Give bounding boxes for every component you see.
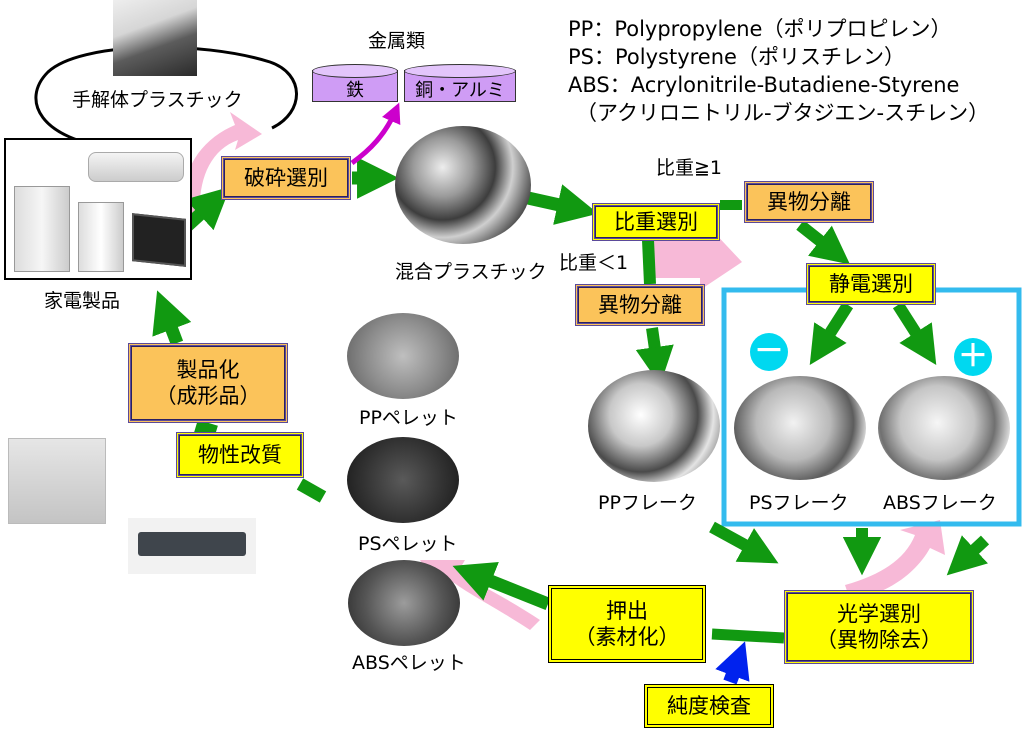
refrigerator-icon [14, 186, 70, 272]
productization-step: 製品化（成形品） [128, 343, 288, 423]
metals-label: 金属類 [368, 30, 426, 52]
foreign-separation-step-lower: 異物分離 [575, 284, 705, 326]
pp-pellet-photo [347, 313, 459, 399]
plus-charge-icon: ＋ [954, 338, 992, 376]
abs-flake-label: ABSフレーク [883, 492, 997, 514]
optical-sorting-label: 光学選別 [837, 601, 921, 626]
return-arrow-disassembly [181, 112, 262, 215]
abs-pellet-label: ABSペレット [352, 652, 466, 674]
pp-flake-photo [588, 370, 720, 482]
appliances-photo [4, 138, 192, 280]
copper-aluminum-container: 銅・アルミ [404, 64, 516, 102]
foreign-separation-label-lower: 異物分離 [598, 292, 682, 317]
property-modification-step: 物性改質 [176, 432, 304, 478]
return-arrow-optical [845, 520, 945, 600]
optical-sorting-sublabel: （異物除去） [816, 628, 942, 652]
pp-pellet-label: PPペレット [359, 407, 458, 429]
molded-black-part-photo [128, 518, 256, 574]
gravity-separation-label: 比重選別 [614, 209, 698, 234]
legend-pp: PP：Polypropylene（ポリプロピレン） [568, 17, 952, 41]
black-part-shape [138, 532, 246, 556]
molded-refrigerator-part-photo [8, 438, 106, 524]
air-conditioner-icon [88, 152, 184, 182]
extrusion-step: 押出（素材化） [548, 585, 706, 663]
return-arrow-gravity [650, 228, 742, 290]
foreign-separation-label-upper: 異物分離 [767, 189, 851, 214]
legend-ps: PS：Polystyrene（ポリスチレン） [568, 45, 905, 69]
television-icon [132, 213, 186, 267]
gravity-separation-step: 比重選別 [592, 203, 720, 241]
legend-abs-kana: （アクリロニトリル-ブタジエン-スチレン） [576, 101, 990, 125]
iron-label: 鉄 [346, 80, 364, 101]
purity-inspection-step: 純度検査 [644, 684, 774, 728]
abs-pellet-photo [348, 560, 460, 646]
abs-flake-photo [878, 376, 1010, 480]
gravity-ge1-label: 比重≧1 [656, 157, 723, 179]
legend-abs: ABS：Acrylonitrile-Butadiene-Styrene [568, 73, 960, 97]
mixed-plastic-photo [395, 126, 531, 244]
appliances-label: 家電製品 [44, 290, 121, 312]
ps-pellet-label: PSペレット [358, 533, 458, 555]
purity-inspection-label: 純度検査 [667, 693, 751, 718]
iron-container: 鉄 [312, 64, 398, 102]
disassembly-plastic-photo [113, 0, 197, 76]
foreign-separation-step-upper: 異物分離 [744, 181, 874, 223]
pp-flake-label: PPフレーク [598, 492, 697, 514]
minus-charge-icon: － [750, 333, 788, 371]
ps-flake-label: PSフレーク [749, 492, 849, 514]
ps-flake-photo [734, 376, 866, 480]
property-modification-label: 物性改質 [198, 442, 282, 467]
disassembly-plastic-label: 手解体プラスチック [72, 89, 243, 111]
productization-label: 製品化 [176, 357, 240, 382]
mixed-plastic-label: 混合プラスチック [395, 261, 547, 283]
extrusion-sublabel: （素材化） [574, 625, 680, 649]
crushing-step: 破砕選別 [221, 156, 351, 200]
productization-sublabel: （成形品） [155, 384, 261, 408]
optical-sorting-step: 光学選別（異物除去） [784, 590, 974, 664]
ps-pellet-photo [347, 437, 459, 523]
copper-aluminum-label: 銅・アルミ [415, 80, 505, 101]
crushing-label: 破砕選別 [244, 165, 328, 190]
extrusion-label: 押出 [606, 598, 648, 623]
electrostatic-separation-step: 静電選別 [806, 263, 936, 305]
gravity-lt1-label: 比重＜1 [559, 252, 629, 274]
washing-machine-icon [78, 202, 124, 272]
electrostatic-separation-label: 静電選別 [829, 271, 913, 296]
